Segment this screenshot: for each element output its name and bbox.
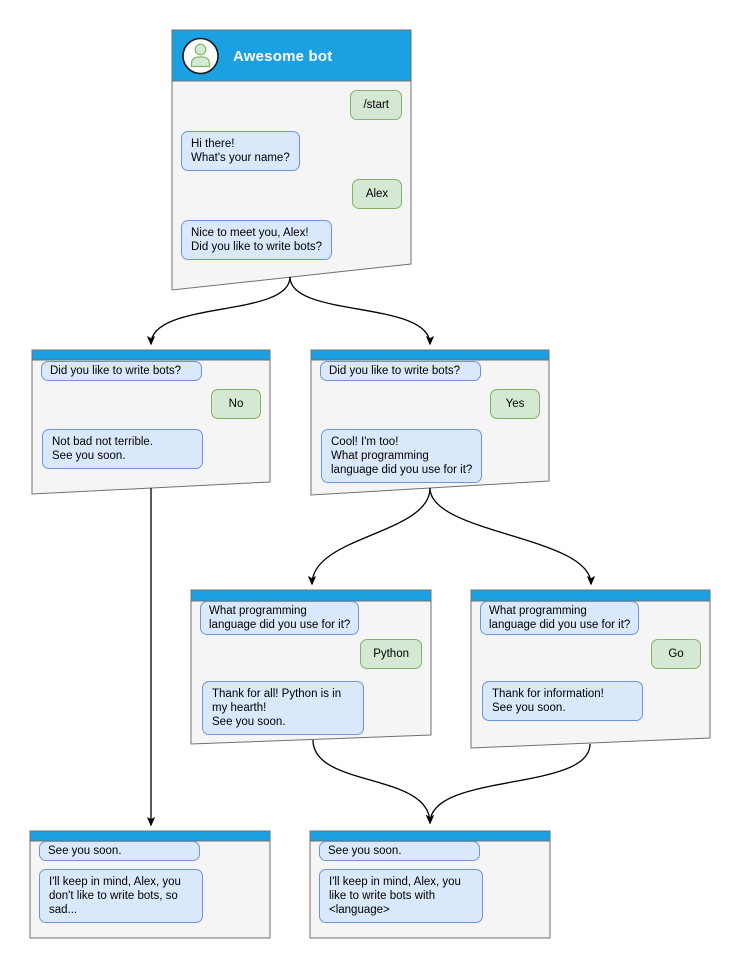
chat-bubble-bot[interactable]: See you soon. bbox=[319, 841, 480, 861]
chat-bubble-bot[interactable]: See you soon. bbox=[39, 841, 200, 861]
window-branch-no-titlebar[interactable] bbox=[31, 349, 271, 361]
arrow-yes-branch-to-python[interactable] bbox=[308, 487, 431, 585]
window-lang-go-titlebar[interactable] bbox=[470, 589, 711, 602]
chat-bubble-bot[interactable]: Hi there! What's your name? bbox=[181, 131, 300, 171]
chat-bubble-user[interactable]: Go bbox=[651, 639, 701, 669]
chat-bubble-bot[interactable]: Did you like to write bots? bbox=[41, 361, 202, 381]
arrow-root-to-no-branch[interactable] bbox=[147, 276, 291, 345]
chat-bubble-user[interactable]: Python bbox=[360, 639, 422, 669]
window-root-titlebar[interactable] bbox=[171, 29, 412, 82]
chat-bubble-user[interactable]: Alex bbox=[352, 179, 402, 209]
chat-bubble-bot[interactable]: I'll keep in mind, Alex, you like to wri… bbox=[319, 869, 483, 923]
arrow-root-to-yes-branch[interactable] bbox=[289, 276, 434, 345]
arrow-yes-branch-to-go[interactable] bbox=[429, 487, 595, 585]
chat-bubble-bot[interactable]: Thank for information! See you soon. bbox=[482, 681, 643, 721]
chat-bubble-bot[interactable]: Cool! I'm too! What programming language… bbox=[321, 429, 483, 483]
window-lang-python-titlebar[interactable] bbox=[190, 589, 432, 602]
chat-bubble-bot[interactable]: What programming language did you use fo… bbox=[200, 601, 360, 635]
chat-bubble-user[interactable]: Yes bbox=[490, 389, 540, 419]
chat-bubble-bot[interactable]: Thank for all! Python is in my hearth! S… bbox=[202, 681, 364, 735]
chat-bubble-bot[interactable]: I'll keep in mind, Alex, you don't like … bbox=[39, 869, 203, 923]
window-branch-yes-titlebar[interactable] bbox=[310, 349, 550, 361]
bot-avatar-icon bbox=[182, 37, 219, 75]
chat-bubble-bot[interactable]: What programming language did you use fo… bbox=[480, 601, 640, 635]
window-root-title: Awesome bot bbox=[233, 48, 333, 65]
chat-bubble-bot[interactable]: Not bad not terrible. See you soon. bbox=[42, 429, 203, 469]
arrow-go-to-end[interactable] bbox=[426, 743, 591, 824]
chat-bubble-user[interactable]: No bbox=[211, 389, 261, 419]
window-end-no-titlebar[interactable] bbox=[29, 830, 271, 842]
chat-bubble-user[interactable]: /start bbox=[350, 90, 402, 120]
window-end-yes-titlebar[interactable] bbox=[309, 830, 551, 842]
chat-bubble-bot[interactable]: Nice to meet you, Alex! Did you like to … bbox=[181, 220, 333, 260]
chat-bubble-bot[interactable]: Did you like to write bots? bbox=[320, 361, 481, 381]
arrow-python-to-end[interactable] bbox=[312, 739, 434, 824]
